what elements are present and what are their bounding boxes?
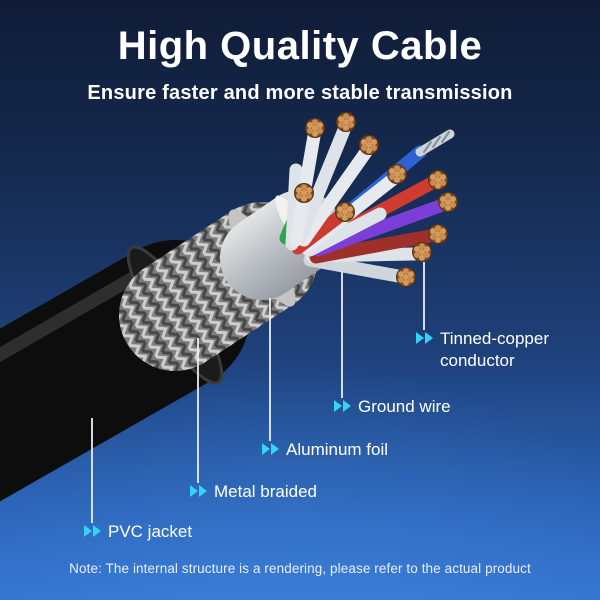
leader-lines: [91, 262, 425, 523]
callout-metal-braided: Metal braided: [190, 481, 317, 503]
double-arrow-icon: [190, 485, 207, 497]
callout-label: Aluminum foil: [286, 440, 389, 459]
callout-pvc-jacket: PVC jacket: [84, 521, 192, 543]
double-arrow-icon: [334, 400, 351, 412]
callout-label: Metal braided: [214, 482, 318, 501]
callout-label: PVC jacket: [108, 522, 193, 541]
callout-tinned-copper-conductor: Tinned-copper conductor: [416, 328, 564, 372]
disclaimer-note: Note: The internal structure is a render…: [69, 561, 531, 576]
double-arrow-icon: [416, 332, 433, 344]
callout-label: Ground wire: [358, 397, 451, 416]
page-title: High Quality Cable: [117, 24, 483, 68]
page-subtitle: Ensure faster and more stable transmissi…: [87, 82, 513, 104]
callout-ground-wire: Ground wire: [334, 396, 451, 418]
double-arrow-icon: [262, 443, 279, 455]
callout-aluminum-foil: Aluminum foil: [262, 439, 388, 461]
double-arrow-icon: [84, 525, 101, 537]
callout-label: Tinned-copper conductor: [440, 329, 549, 371]
